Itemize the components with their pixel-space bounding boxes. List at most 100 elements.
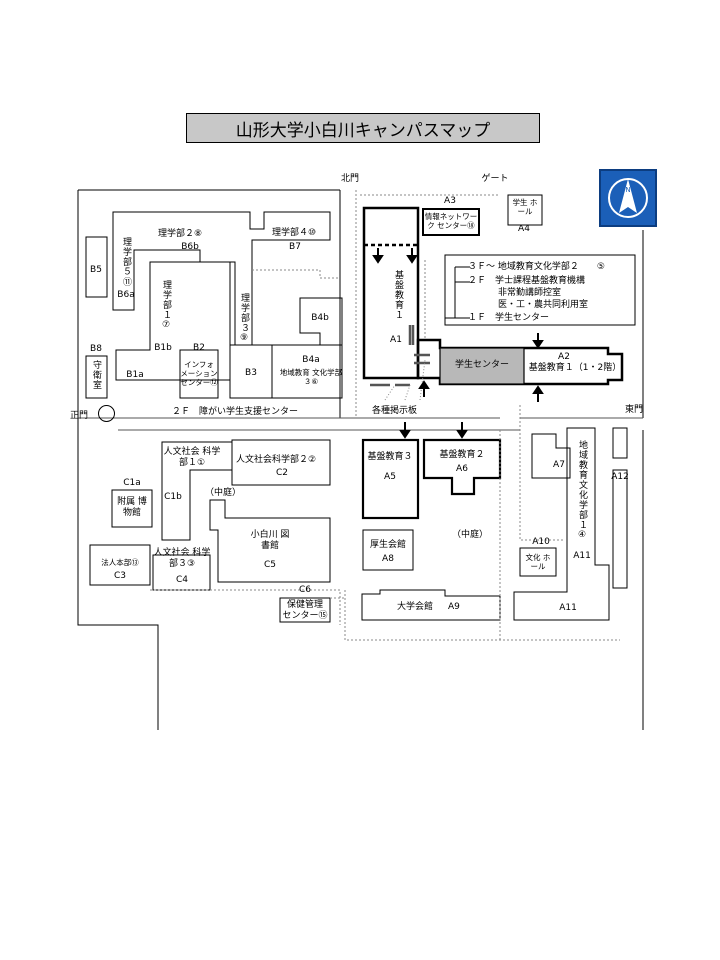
north-gate-label: 北門 bbox=[340, 174, 360, 184]
b3-name: 理学部３⑨ bbox=[239, 293, 249, 344]
a2-code: A2 bbox=[558, 352, 570, 362]
b5-name: 理学部５⑪ bbox=[121, 237, 131, 287]
a12-building bbox=[612, 427, 628, 459]
a4-code: A4 bbox=[518, 224, 530, 234]
c1a-name: 附属 博物館 bbox=[117, 497, 147, 518]
b4a-building bbox=[271, 344, 343, 399]
a4-building bbox=[507, 194, 543, 226]
c-boundary-dotted bbox=[150, 589, 345, 625]
a6-name: 基盤教育２ bbox=[439, 450, 485, 460]
a8-building bbox=[362, 529, 414, 571]
b5-building bbox=[85, 236, 108, 298]
c3-code: C3 bbox=[113, 571, 127, 581]
c-courtyard: （中庭） bbox=[205, 488, 242, 498]
b1-name: 理学部１⑦ bbox=[161, 280, 171, 331]
a3-code: A3 bbox=[444, 196, 456, 206]
c1a-building bbox=[111, 489, 153, 528]
a2-floors-box bbox=[444, 254, 636, 326]
a2-floor-2: ２Ｆ 学士課程基盤教育機構 bbox=[468, 276, 586, 286]
map-title: 山形大学小白川キャンパスマップ bbox=[186, 113, 540, 143]
b3-code: B3 bbox=[245, 368, 257, 378]
b6b-code: B6b bbox=[181, 242, 199, 252]
a-boundary-dotted bbox=[344, 190, 620, 641]
a3-building bbox=[422, 208, 480, 236]
b1a-code: B1a bbox=[126, 370, 144, 380]
a11-name: 地域教育文化学部１④ bbox=[577, 440, 587, 541]
a4-name: 学生 ホール bbox=[512, 198, 538, 216]
a2-floor-2b: 非常勤講師控室 bbox=[498, 288, 562, 298]
a10-code: A10 bbox=[532, 537, 550, 547]
b8-code: B8 bbox=[90, 344, 102, 354]
a7-code: A7 bbox=[553, 460, 565, 470]
a5-building bbox=[361, 438, 420, 520]
c4-code: C4 bbox=[175, 575, 189, 585]
a1-code: A1 bbox=[390, 335, 402, 345]
b1-building bbox=[115, 261, 231, 381]
a9-building bbox=[361, 589, 501, 621]
c6-code: C6 bbox=[298, 585, 312, 595]
a6-code: A6 bbox=[456, 464, 468, 474]
a8-code: A8 bbox=[382, 554, 394, 564]
b6-name: 理学部２⑧ bbox=[158, 229, 203, 239]
a11-code-upper: A11 bbox=[573, 551, 591, 561]
c5-name: 小白川 図書館 bbox=[250, 530, 290, 551]
a6-building bbox=[422, 438, 502, 496]
c2-building bbox=[231, 439, 331, 486]
a5-name: 基盤教育３ bbox=[367, 452, 413, 462]
a5-code: A5 bbox=[384, 472, 396, 482]
compass-north-icon: N bbox=[599, 169, 657, 227]
c5-building bbox=[209, 499, 331, 583]
b2-code: B2 bbox=[193, 343, 205, 353]
a11-building bbox=[513, 427, 610, 621]
b-boundary-dotted bbox=[252, 269, 340, 279]
a12-code: A12 bbox=[611, 472, 629, 482]
a8-name: 厚生会館 bbox=[369, 540, 407, 550]
b1b-code: B1b bbox=[154, 343, 172, 353]
a2-leader-lines bbox=[445, 266, 470, 319]
c2-name: 人文社会科学部２② bbox=[236, 455, 317, 465]
a11-code-lower: A11 bbox=[559, 603, 577, 613]
a7-building bbox=[531, 433, 571, 479]
c3-building bbox=[89, 544, 151, 586]
a9-code: A9 bbox=[448, 602, 460, 612]
c5-code: C5 bbox=[263, 560, 277, 570]
c1-name: 人文社会 科学部１① bbox=[163, 447, 221, 468]
b6a-code: B6a bbox=[117, 290, 135, 300]
a1-building bbox=[362, 206, 420, 380]
compass-letter: N bbox=[625, 186, 630, 194]
campus-boundary bbox=[77, 189, 341, 730]
a10-name: 文化 ホール bbox=[525, 553, 551, 571]
b2-building bbox=[179, 349, 219, 399]
gate-label: ゲート bbox=[481, 174, 509, 184]
a3-name: 情報ネットワーク センター⑱ bbox=[424, 212, 478, 230]
b7-code: B7 bbox=[289, 242, 301, 252]
a12-building-long bbox=[612, 469, 628, 589]
student-center-building bbox=[439, 347, 525, 385]
b2-name: インフォ メーション センター⑫ bbox=[180, 360, 218, 387]
c6-building bbox=[279, 597, 331, 623]
b7-name: 理学部４⑩ bbox=[272, 228, 317, 238]
b8-building bbox=[85, 355, 108, 399]
bulletin-boards-label: 各種掲示板 bbox=[372, 406, 418, 416]
b5-code: B5 bbox=[90, 265, 102, 275]
a9-name: 大学会館 bbox=[397, 602, 434, 612]
b4a-code: B4a bbox=[302, 355, 320, 365]
a1-name: 基盤教育１ bbox=[393, 270, 403, 320]
disability-support-notice: ２Ｆ 障がい学生支援センター bbox=[172, 407, 299, 417]
student-center-label: 学生センター bbox=[454, 360, 510, 370]
a2-floor-1: １Ｆ 学生センター bbox=[468, 313, 550, 323]
main-gate-label: 正門 bbox=[70, 411, 89, 421]
c1b-code: C1b bbox=[164, 492, 182, 502]
board-leaders bbox=[384, 359, 426, 401]
a2-floor-2c: 医・工・農共同利用室 bbox=[498, 300, 589, 310]
east-gate-label: 東門 bbox=[625, 405, 644, 415]
b4b-code: B4b bbox=[311, 313, 329, 323]
c4-name: 人文社会 科学部３③ bbox=[153, 548, 211, 569]
main-gate-icon bbox=[98, 405, 115, 422]
compass-arrow-icon: N bbox=[619, 179, 637, 213]
c3-name: 法人本部⑬ bbox=[101, 558, 139, 567]
a2-floor-3: ３Ｆ～ 地域教育文化学部２ ⑤ bbox=[468, 262, 605, 272]
bulletin-boards bbox=[370, 325, 430, 387]
c1a-code: C1a bbox=[123, 478, 141, 488]
